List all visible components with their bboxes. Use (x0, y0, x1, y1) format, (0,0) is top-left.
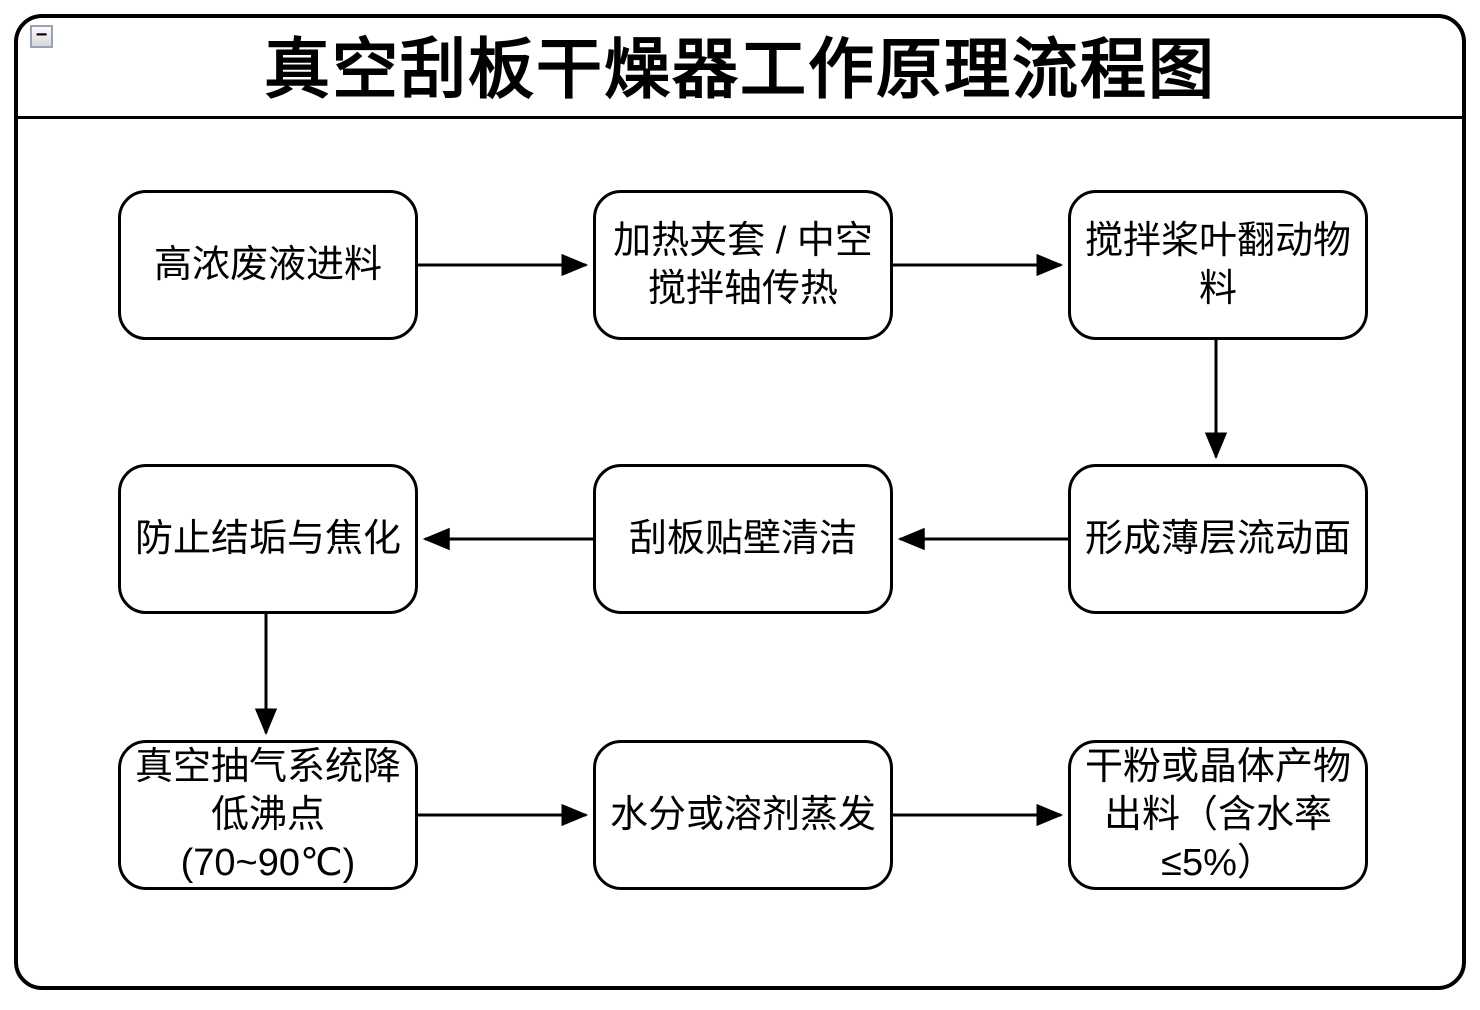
flow-node-label: 真空抽气系统降 低沸点 (70~90℃) (134, 746, 401, 884)
minus-icon: − (35, 23, 48, 46)
flow-node-output[interactable]: 干粉或晶体产物 出料（含水率 ≤5%） (1068, 740, 1368, 890)
diagram-header: 真空刮板干燥器工作原理流程图 (18, 18, 1462, 119)
flow-node-evap[interactable]: 水分或溶剂蒸发 (593, 740, 893, 890)
flow-node-thinfilm[interactable]: 形成薄层流动面 (1068, 464, 1368, 614)
flow-node-label: 防止结垢与焦化 (134, 518, 401, 560)
flow-node-vacuum[interactable]: 真空抽气系统降 低沸点 (70~90℃) (118, 740, 418, 890)
flow-node-scraper[interactable]: 刮板贴壁清洁 (593, 464, 893, 614)
flow-node-label: 搅拌桨叶翻动物 料 (1084, 220, 1351, 310)
flow-node-heating[interactable]: 加热夹套 / 中空 搅拌轴传热 (593, 190, 893, 340)
flow-node-antifoul[interactable]: 防止结垢与焦化 (118, 464, 418, 614)
collapse-button[interactable]: − (30, 25, 53, 48)
flow-node-label: 高浓废液进料 (153, 244, 382, 286)
diagram-title: 真空刮板干燥器工作原理流程图 (264, 32, 1216, 106)
flow-node-label: 加热夹套 / 中空 搅拌轴传热 (613, 220, 873, 310)
flow-node-label: 干粉或晶体产物 出料（含水率 ≤5%） (1084, 746, 1351, 884)
flow-node-label: 刮板贴壁清洁 (628, 518, 857, 560)
flow-node-label: 水分或溶剂蒸发 (609, 794, 876, 836)
flow-node-paddle[interactable]: 搅拌桨叶翻动物 料 (1068, 190, 1368, 340)
flow-node-label: 形成薄层流动面 (1084, 518, 1351, 560)
flow-node-feed[interactable]: 高浓废液进料 (118, 190, 418, 340)
